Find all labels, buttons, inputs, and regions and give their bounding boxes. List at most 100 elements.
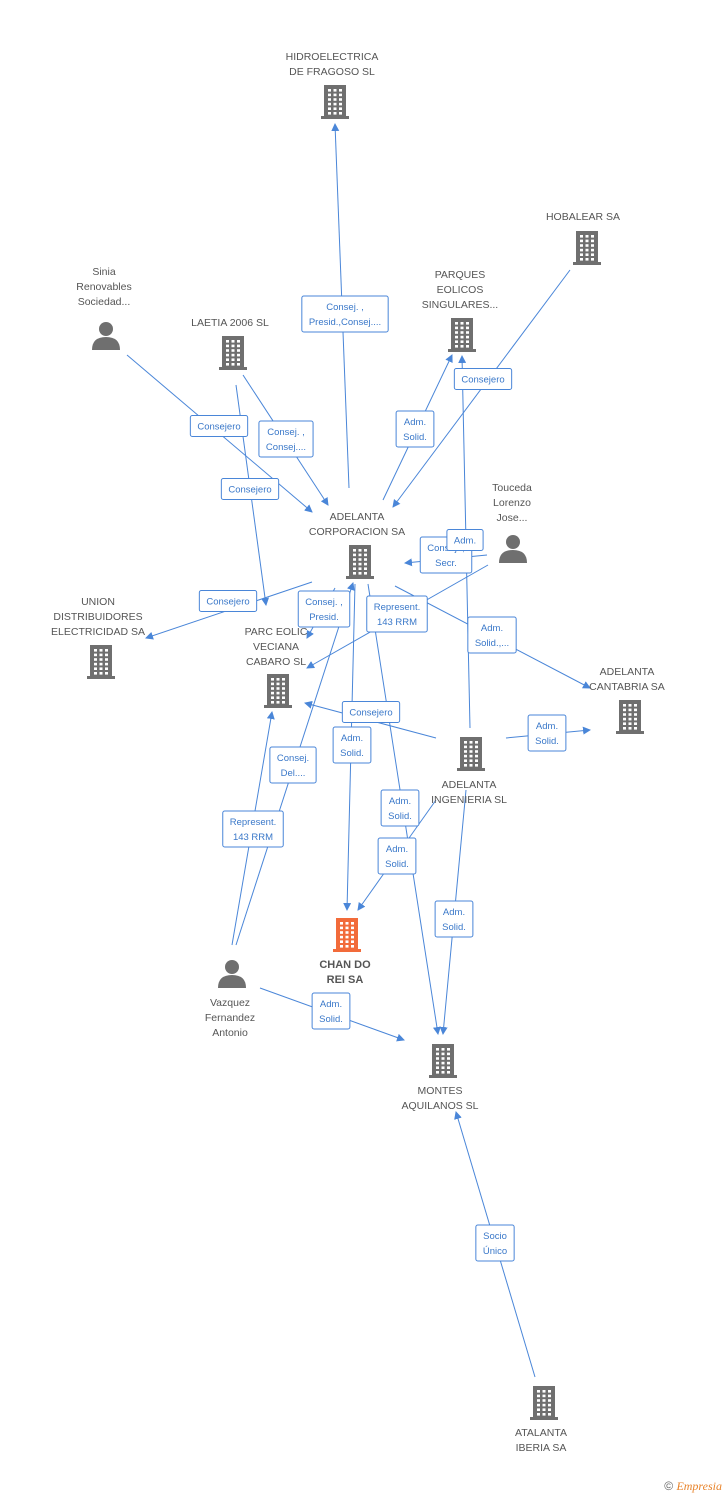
footer-credit: © Empresia [664,1479,722,1494]
node-sinia[interactable]: SiniaRenovablesSociedad... [76,266,132,350]
node-label: Sinia [92,266,116,278]
edge-label-text: Secr. [435,558,457,569]
edge-label[interactable]: Adm.Solid. [395,410,435,448]
node-hobalear[interactable]: HOBALEAR SA [546,211,620,265]
edge-label[interactable]: Represent.143 RRM [366,595,428,633]
edge-label-box [222,810,284,848]
edge-label[interactable]: Adm.Solid.,... [467,616,517,654]
building-icon [448,318,476,352]
edge-label-box [395,410,435,448]
edge-label-text: Consejero [349,708,392,719]
node-label: SINGULARES... [422,299,498,311]
edge-label-box [311,992,351,1030]
node-label: INGENIERIA SL [431,794,507,806]
edge-label-text: Solid. [535,736,559,747]
edge-label[interactable]: Consej. Del.... [269,746,317,784]
node-laetia[interactable]: LAETIA 2006 SL [191,317,269,370]
edge-label-text: Consejero [206,597,249,608]
edge-label[interactable]: Adm.Solid. [527,714,567,752]
node-label: ELECTRICIDAD SA [51,626,145,638]
building-icon [219,336,247,370]
node-adelanta_ing[interactable]: ADELANTA INGENIERIA SL [431,737,507,806]
edge-label-text: Socio [483,1231,507,1242]
node-label: ADELANTA [442,779,497,791]
node-label: CANTABRIA SA [589,681,665,693]
node-label: LAETIA 2006 SL [191,317,269,329]
edge-label-text: Solid. [442,922,466,933]
edge-label[interactable]: Adm.Solid. [377,837,417,875]
edge-label-text: Consej.... [266,442,306,453]
edge-label[interactable]: Adm.Solid. [380,789,420,827]
edge-label[interactable]: Consejero [189,415,249,437]
building-icon [573,231,601,265]
node-label: Touceda [492,482,532,494]
edge-label-text: Represent. [374,602,420,613]
edge-label-text: Consejero [461,375,504,386]
edge-label-text: Adm. [341,733,363,744]
edge-label-box [527,714,567,752]
edge-label-text: Solid. [340,748,364,759]
edge-label[interactable]: Adm. Solid. [434,900,474,938]
edge-label-text: 143 RRM [233,832,273,843]
node-label: Antonio [212,1027,248,1039]
edge-label[interactable]: Consej. ,Presid. [297,590,351,628]
edge-label[interactable]: Consejero [220,478,280,500]
node-touceda[interactable]: ToucedaLorenzoJose... [492,482,532,563]
edge-label-text: Solid. [319,1014,343,1025]
edge-label[interactable]: Consejero [453,368,513,390]
edge-label-box [434,900,474,938]
edge-label[interactable]: Adm.Solid. [311,992,351,1030]
node-label: VECIANA [253,641,299,653]
node-label: CORPORACION SA [309,526,405,538]
edge-label[interactable]: Consej. ,Presid.,Consej.... [301,295,389,333]
node-label: HOBALEAR SA [546,211,620,223]
edge-label-text: Adm. [454,536,476,547]
edge-label-text: Solid. [385,859,409,870]
edge-label[interactable]: Adm. [446,529,484,551]
edge-label[interactable]: Consej. , Consej.... [258,420,314,458]
edge-label-text: Consej. , [267,427,305,438]
node-parques[interactable]: PARQUESEOLICOSSINGULARES... [422,269,498,352]
edge-label[interactable]: Adm. Solid. [332,726,372,764]
building-icon [616,700,644,734]
edge-label-text: Adm. [443,907,465,918]
edge-label[interactable]: Consejero [198,590,258,612]
building-icon [321,85,349,119]
copyright-symbol: © [664,1479,674,1493]
node-label: ATALANTA [515,1427,567,1439]
edge-label[interactable]: Consejero [341,701,401,723]
edge-label-box [446,529,484,551]
edge-label-box [341,701,401,723]
edge-label-text: Consej. [277,753,309,764]
building-icon [333,918,361,952]
node-label: Renovables [76,281,131,293]
edge-label-text: Presid. [309,612,339,623]
node-label: AQUILANOS SL [401,1100,478,1112]
node-label: DE FRAGOSO SL [289,66,375,78]
node-adelanta_corp[interactable]: ADELANTA CORPORACION SA [309,511,405,579]
edge-label-text: Solid. [403,432,427,443]
edge-label-text: Solid.,... [475,638,509,649]
edge-label-text: Consejero [228,485,271,496]
brand-logo[interactable]: Empresia [676,1479,722,1493]
edge-label-box [453,368,513,390]
node-label: Fernandez [205,1012,255,1024]
edge-label[interactable]: Represent.143 RRM [222,810,284,848]
node-atalanta[interactable]: ATALANTA IBERIA SA [515,1386,567,1454]
node-label: ADELANTA [330,511,385,523]
edge-label-text: Del.... [281,768,306,779]
person-icon [218,960,246,988]
edge-label-box [189,415,249,437]
node-label: EOLICOS [437,284,484,296]
node-label: IBERIA SA [516,1442,567,1454]
edge-label-text: Consejero [197,422,240,433]
